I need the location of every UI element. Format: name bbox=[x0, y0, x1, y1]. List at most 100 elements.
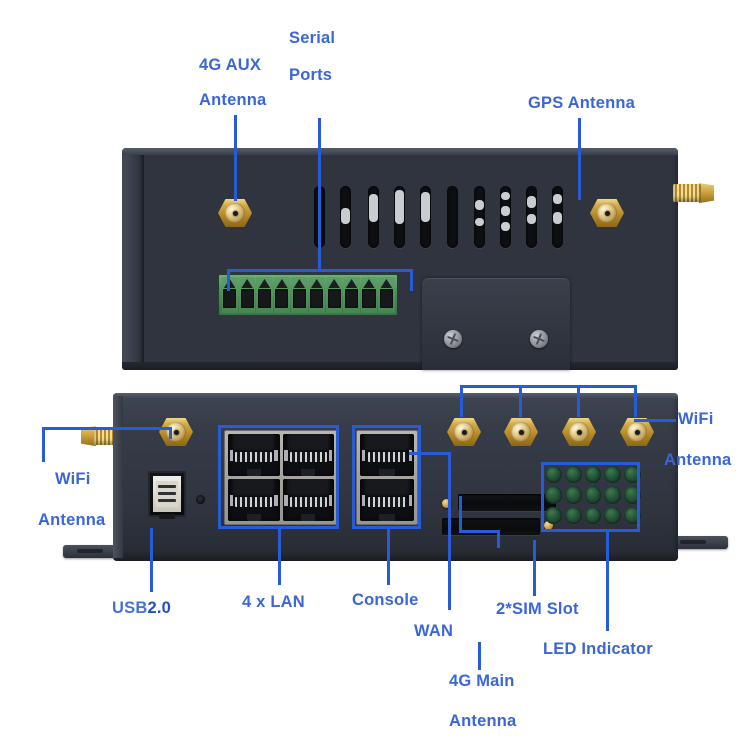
leader-line-4g-main bbox=[478, 642, 481, 670]
terminal-pin[interactable] bbox=[291, 277, 308, 313]
vent-slot bbox=[368, 186, 379, 248]
leader-line-led bbox=[606, 532, 609, 631]
label-lan: 4 x LAN bbox=[242, 593, 305, 611]
bracket-slot bbox=[76, 549, 103, 553]
leader-line-gps bbox=[578, 118, 581, 200]
screw bbox=[444, 330, 462, 348]
sma-threads bbox=[673, 184, 701, 202]
sma-center-pin bbox=[605, 211, 610, 216]
wifi-right-bracket-top bbox=[460, 385, 637, 388]
leader-line-usb bbox=[150, 528, 153, 592]
sma-connector-gps[interactable] bbox=[590, 196, 624, 230]
leader-line-sim-2 bbox=[533, 540, 536, 596]
led bbox=[624, 506, 641, 524]
console-wan-port-block[interactable] bbox=[356, 430, 418, 525]
sma-center-pin bbox=[174, 430, 179, 435]
led bbox=[604, 506, 622, 524]
leader-line-wan-v bbox=[448, 452, 451, 610]
vent-slot bbox=[526, 186, 537, 248]
terminal-pin[interactable] bbox=[238, 277, 256, 313]
terminal-pin[interactable] bbox=[343, 277, 360, 313]
label-sim-slot: 2*SIM Slot bbox=[496, 600, 579, 618]
led bbox=[545, 506, 562, 524]
leader-line-wifi-left-v bbox=[42, 427, 45, 462]
sma-connector-side-top[interactable] bbox=[672, 180, 714, 206]
led bbox=[584, 506, 602, 524]
usb-port[interactable] bbox=[148, 471, 186, 519]
label-gps-antenna: GPS Antenna bbox=[528, 94, 636, 112]
label-serial-line2: Ports bbox=[289, 66, 333, 84]
lan-port-1[interactable] bbox=[228, 434, 280, 476]
console-port[interactable] bbox=[360, 479, 414, 521]
leader-line-console bbox=[387, 529, 390, 585]
label-led-indicator: LED Indicator bbox=[543, 640, 653, 658]
led bbox=[564, 466, 582, 484]
top-device-left-endcap bbox=[122, 152, 144, 366]
led bbox=[624, 466, 641, 484]
vent-slot bbox=[340, 186, 351, 248]
lan-port-3[interactable] bbox=[228, 479, 280, 521]
mounting-plate bbox=[422, 278, 570, 370]
vent-slot bbox=[500, 186, 511, 248]
led bbox=[584, 466, 602, 484]
terminal-pin[interactable] bbox=[378, 277, 395, 313]
sma-connector-4g-aux[interactable] bbox=[218, 196, 252, 230]
sim-eject-button-2[interactable] bbox=[544, 521, 553, 530]
wifi-right-tick-1 bbox=[460, 385, 463, 417]
wifi-right-tick-2 bbox=[519, 385, 522, 417]
sim-eject-button-1[interactable] bbox=[442, 499, 451, 508]
label-wifi-left-line1: WiFi bbox=[55, 470, 91, 488]
wan-port[interactable] bbox=[360, 434, 414, 476]
lan-port-2[interactable] bbox=[282, 434, 334, 476]
vent-slot bbox=[552, 186, 563, 248]
terminal-pin[interactable] bbox=[256, 277, 273, 313]
led bbox=[584, 486, 602, 504]
vent-slot bbox=[420, 186, 431, 248]
led-indicator-grid bbox=[545, 466, 641, 524]
serial-terminal-block[interactable] bbox=[218, 274, 398, 316]
bracket-slot bbox=[679, 540, 706, 544]
label-usb-text: USB bbox=[112, 599, 148, 617]
top-device-body bbox=[122, 148, 678, 370]
bottom-device-left-endcap bbox=[113, 396, 123, 558]
sma-connector-wifi-1[interactable] bbox=[504, 415, 538, 449]
label-console: Console bbox=[352, 591, 419, 609]
led bbox=[564, 486, 582, 504]
label-4g-aux-line1: 4G AUX bbox=[199, 56, 262, 74]
sma-connector-4g-main[interactable] bbox=[447, 415, 481, 449]
reset-pinhole[interactable] bbox=[196, 495, 205, 504]
vent-slot bbox=[474, 186, 485, 248]
sma-connector-wifi-3[interactable] bbox=[620, 415, 654, 449]
wifi-right-tick-3 bbox=[577, 385, 580, 417]
leader-line-wan-h bbox=[409, 452, 451, 455]
terminal-pin[interactable] bbox=[273, 277, 291, 313]
led bbox=[604, 486, 622, 504]
label-4g-main-line1: 4G Main bbox=[449, 672, 515, 690]
label-4g-aux-line2: Antenna bbox=[199, 91, 267, 109]
led bbox=[564, 506, 582, 524]
sma-connector-wifi-2[interactable] bbox=[562, 415, 596, 449]
wifi-right-tick-4 bbox=[634, 385, 637, 417]
lan-port-4[interactable] bbox=[282, 479, 334, 521]
terminal-pin[interactable] bbox=[308, 277, 325, 313]
terminal-pin[interactable] bbox=[360, 277, 378, 313]
usb-tongue bbox=[156, 481, 178, 507]
led bbox=[624, 486, 641, 504]
bottom-device-bottom-edge bbox=[113, 552, 678, 561]
leader-line-wifi-left-drop bbox=[169, 427, 172, 439]
terminal-pin[interactable] bbox=[221, 277, 238, 313]
led bbox=[604, 466, 622, 484]
label-usb: USB2.0 bbox=[112, 599, 171, 617]
sma-connector-wifi-left[interactable] bbox=[159, 415, 193, 449]
top-device-bottom-edge bbox=[122, 362, 678, 370]
leader-line-sim-1-v bbox=[459, 496, 462, 532]
mounting-bracket-right bbox=[666, 536, 728, 549]
bottom-device-body bbox=[113, 393, 678, 561]
label-usb-version: 2.0 bbox=[147, 599, 171, 617]
sim-slot-1[interactable] bbox=[458, 494, 556, 511]
terminal-pin[interactable] bbox=[325, 277, 343, 313]
sma-hex-nut bbox=[81, 425, 96, 447]
callout-box-led bbox=[541, 462, 640, 532]
label-4g-main-line2: Antenna bbox=[449, 712, 517, 730]
